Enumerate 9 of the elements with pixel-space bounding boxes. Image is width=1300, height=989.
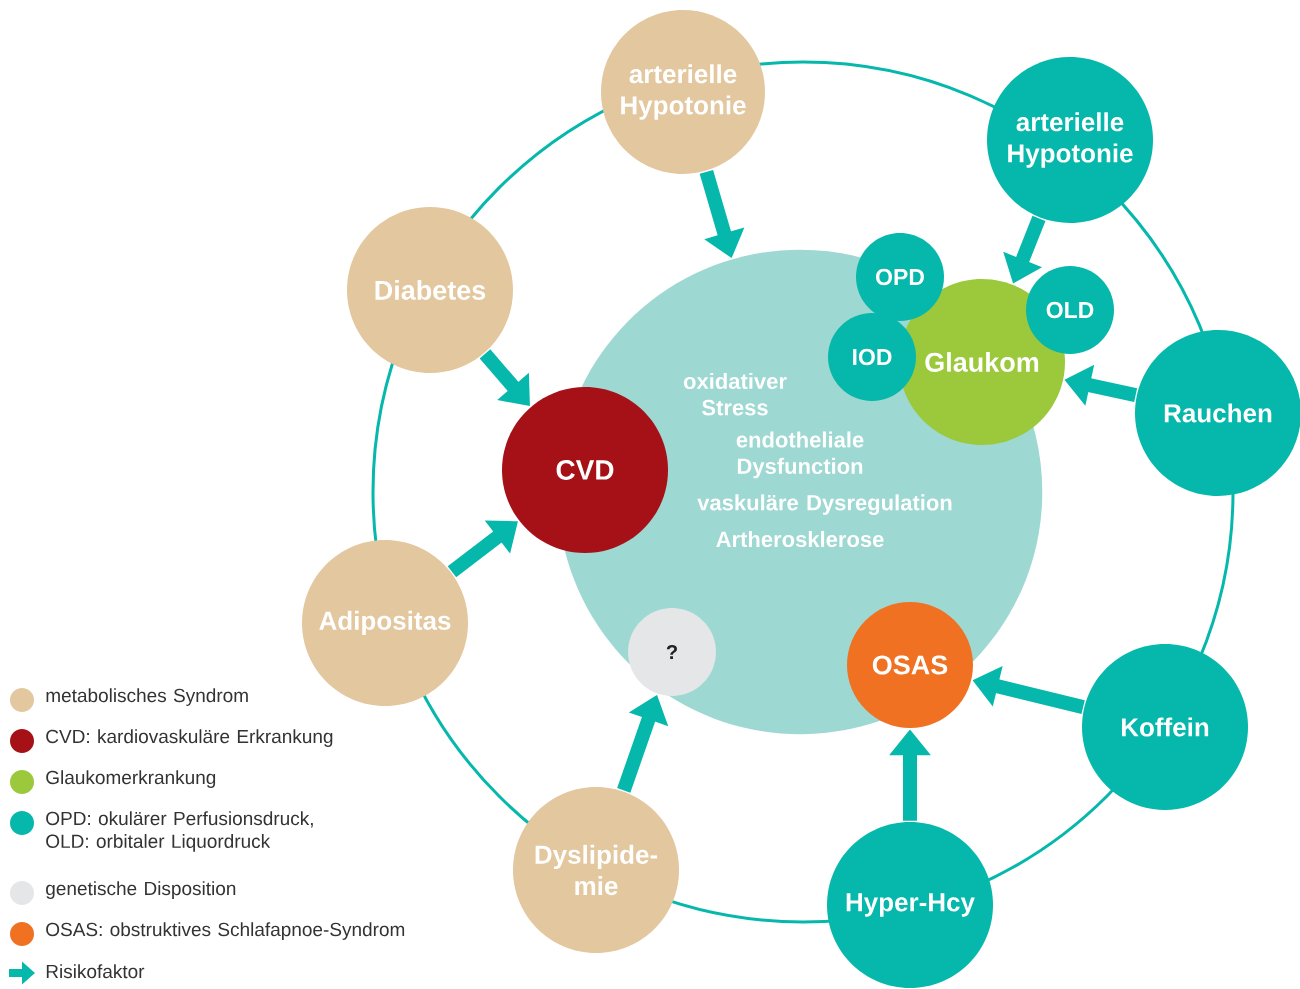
legend-text: genetische Disposition xyxy=(46,881,236,899)
legend-text: OSAS: obstruktives Schlafapnoe-Syndrom xyxy=(46,922,405,940)
legend-text: OPD: okulärer Perfusionsdruck, OLD: orbitaler Liquordruck xyxy=(46,811,313,852)
legend-text: Risikofaktor xyxy=(46,964,145,979)
arrow xyxy=(479,349,530,406)
legend-text: metabolisches Syndrom xyxy=(46,688,248,706)
legend-text: Glaukomerkrankung xyxy=(46,770,216,788)
legend-text: CVD: kardiovaskuläre Erkrankung xyxy=(46,729,333,747)
arrow xyxy=(447,520,518,578)
